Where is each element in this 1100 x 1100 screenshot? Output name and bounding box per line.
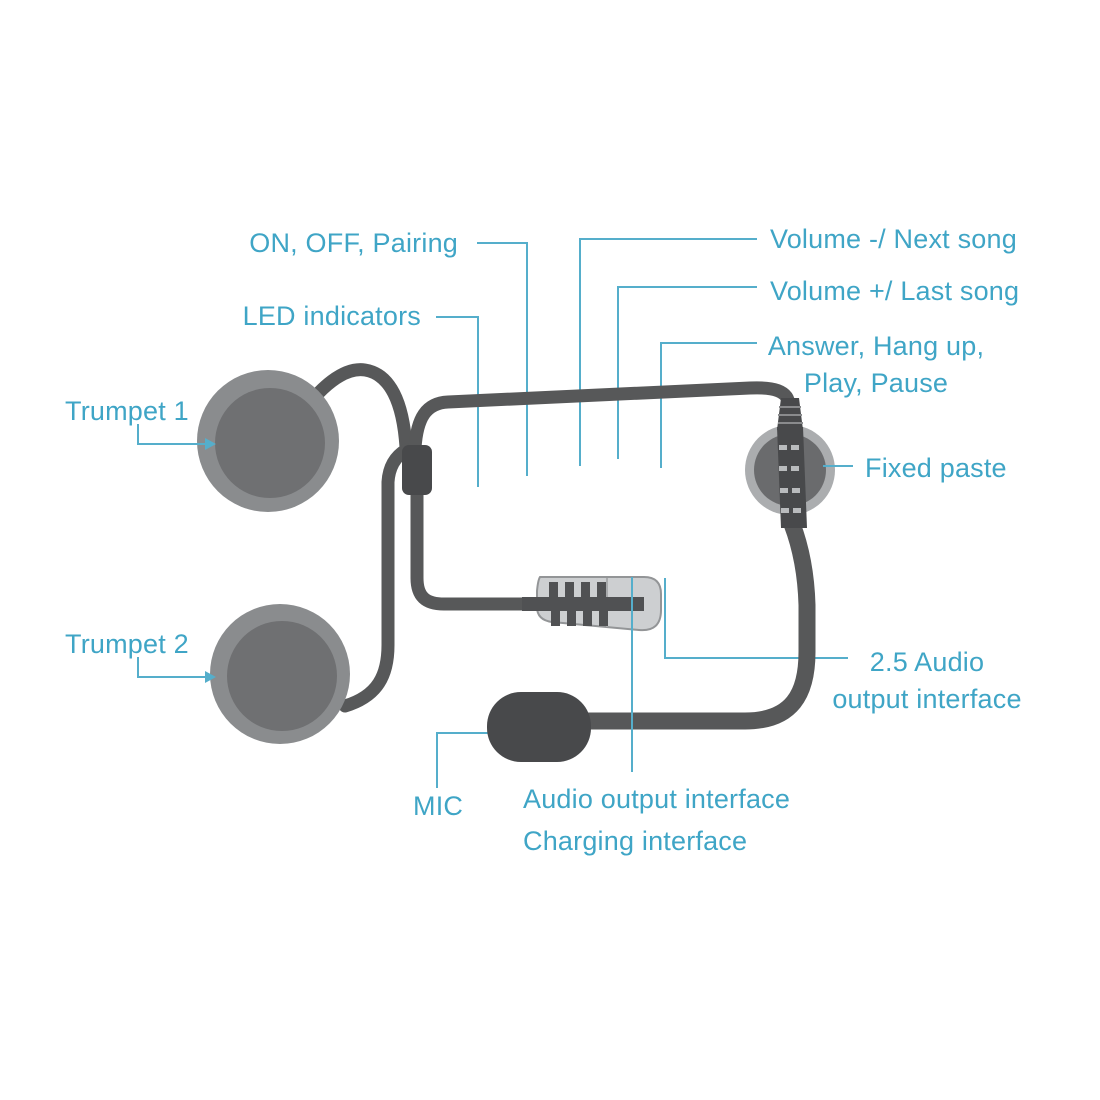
leader-mic bbox=[436, 732, 492, 788]
leader-on-off-pairing bbox=[477, 242, 528, 476]
usb-ridge bbox=[597, 582, 606, 597]
cables bbox=[289, 363, 816, 730]
label-fixed-paste: Fixed paste bbox=[865, 453, 1007, 483]
stitch bbox=[781, 508, 789, 513]
usb-ridge bbox=[599, 611, 608, 626]
usb-ridge bbox=[549, 582, 558, 597]
usb-ridge bbox=[581, 582, 590, 597]
usb-connector-bar bbox=[522, 597, 644, 611]
label-answer-line2: Play, Pause bbox=[803, 368, 949, 398]
headset-device bbox=[197, 363, 835, 762]
leader-answer bbox=[660, 342, 757, 468]
leader-trumpet-2 bbox=[137, 657, 206, 678]
usb-ridge bbox=[551, 611, 560, 626]
label-mic: MIC bbox=[413, 791, 464, 821]
arrow-trumpet-1 bbox=[205, 438, 216, 450]
main-cable bbox=[408, 381, 796, 455]
arrow-trumpet-2 bbox=[205, 671, 216, 683]
stitch bbox=[780, 488, 788, 493]
stitch bbox=[791, 466, 799, 471]
label-audio-charging-line2: Charging interface bbox=[523, 826, 748, 856]
label-trumpet-1: Trumpet 1 bbox=[65, 396, 189, 426]
leader-volume-plus bbox=[617, 286, 757, 459]
label-audio25-line2: output interface bbox=[832, 684, 1022, 714]
trumpet-2-wire bbox=[338, 443, 413, 713]
stitch bbox=[791, 445, 799, 450]
trumpet-2-speaker bbox=[210, 604, 350, 744]
leader-audio25 bbox=[664, 578, 848, 659]
fixed-paste-strap bbox=[777, 427, 807, 528]
label-answer-line1: Answer, Hang up, bbox=[767, 331, 985, 361]
usb-ridge bbox=[583, 611, 592, 626]
fixed-paste bbox=[745, 398, 835, 528]
leader-trumpet-1 bbox=[137, 424, 206, 445]
label-answer: Answer, Hang up, Play, Pause bbox=[752, 328, 1000, 402]
mic-boom-cable bbox=[576, 515, 816, 730]
leader-volume-minus bbox=[579, 238, 757, 466]
label-trumpet-2: Trumpet 2 bbox=[65, 629, 189, 659]
label-led-indicators: LED indicators bbox=[242, 301, 421, 331]
label-audio-charging-line1: Audio output interface bbox=[523, 784, 791, 814]
usb-connector bbox=[522, 576, 662, 632]
usb-ridge bbox=[567, 611, 576, 626]
microphone bbox=[487, 692, 591, 762]
leader-led-indicators bbox=[436, 316, 479, 487]
stitch bbox=[779, 466, 787, 471]
usb-connector-grip bbox=[522, 582, 644, 626]
cable-junction bbox=[402, 445, 432, 495]
stitch bbox=[779, 445, 787, 450]
trumpet-1-speaker bbox=[197, 370, 339, 512]
label-volume-plus: Volume +/ Last song bbox=[770, 276, 1020, 306]
usb-cable bbox=[410, 483, 567, 611]
label-audio-charging: Audio output interface Charging interfac… bbox=[523, 778, 790, 862]
strap-stitches bbox=[779, 445, 801, 513]
trumpet-2-inner bbox=[227, 621, 337, 731]
label-on-off-pairing: ON, OFF, Pairing bbox=[249, 228, 458, 258]
stitch bbox=[792, 488, 800, 493]
label-volume-minus: Volume -/ Next song bbox=[770, 224, 1017, 254]
usb-ridge bbox=[565, 582, 574, 597]
label-audio25: 2.5 Audio output interface bbox=[806, 644, 1048, 718]
leader-arrowheads bbox=[205, 438, 216, 683]
stitch bbox=[793, 508, 801, 513]
label-audio25-line1: 2.5 Audio bbox=[869, 647, 985, 677]
leader-lines-over bbox=[137, 424, 853, 772]
trumpet-1-inner bbox=[215, 388, 325, 498]
